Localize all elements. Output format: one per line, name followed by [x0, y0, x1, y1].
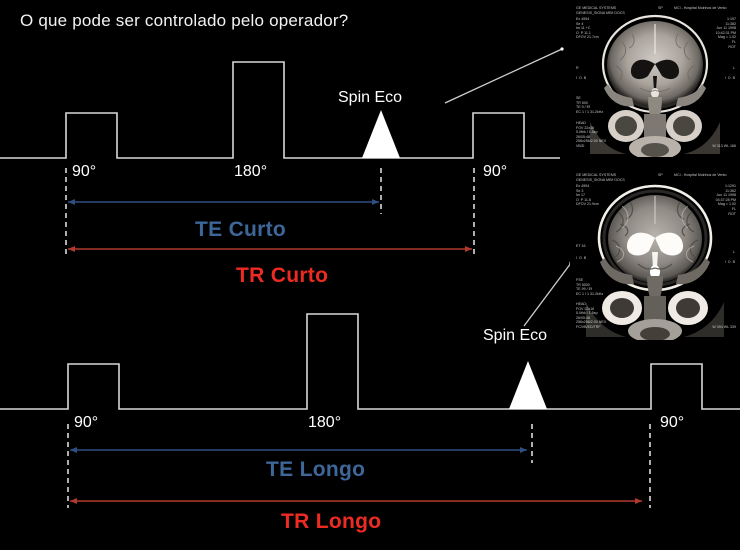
waveform-short: [0, 61, 560, 159]
pulse-label-90-short-2: 90°: [483, 163, 508, 180]
echo-label-short: Spin Eco: [338, 89, 403, 106]
te-arrow-long: [70, 447, 527, 453]
tr-label-short: TR Curto: [236, 264, 329, 287]
pulse-label-180-short: 180°: [234, 163, 268, 180]
echo-triangle-long: [509, 361, 547, 409]
tr-arrow-short: [68, 246, 472, 252]
pointer-line-t1: [444, 48, 563, 104]
mri-scan-t1-graphic: [570, 2, 740, 157]
mri-image-t2[interactable]: GE MEDICAL SYSTEMS GENESIS_SIGNA MR/i DO…: [570, 168, 740, 340]
tr-label-long: TR Longo: [281, 510, 382, 533]
pulse-label-180-long: 180°: [308, 414, 342, 431]
page-title: O que pode ser controlado pelo operador?: [20, 11, 349, 30]
pulse-label-90-long-2: 90°: [660, 414, 685, 431]
te-label-long: TE Longo: [266, 458, 366, 481]
sequence-short: [0, 47, 564, 256]
waveform-long: [0, 313, 740, 410]
sequence-long: [0, 261, 740, 508]
pulse-label-90-long-1: 90°: [74, 414, 99, 431]
pointer-line-t2: [523, 262, 572, 327]
echo-label-long: Spin Eco: [483, 327, 548, 344]
te-label-short: TE Curto: [195, 218, 287, 241]
pulse-label-90-short-1: 90°: [72, 163, 97, 180]
mri-image-t1[interactable]: GE MEDICAL SYSTEMS GENESIS_SIGNA MR/i DO…: [570, 2, 740, 157]
tr-arrow-long: [70, 498, 642, 504]
echo-triangle-short: [362, 110, 400, 158]
te-arrow-short: [68, 199, 379, 205]
mri-scan-t2-graphic: [570, 168, 740, 340]
